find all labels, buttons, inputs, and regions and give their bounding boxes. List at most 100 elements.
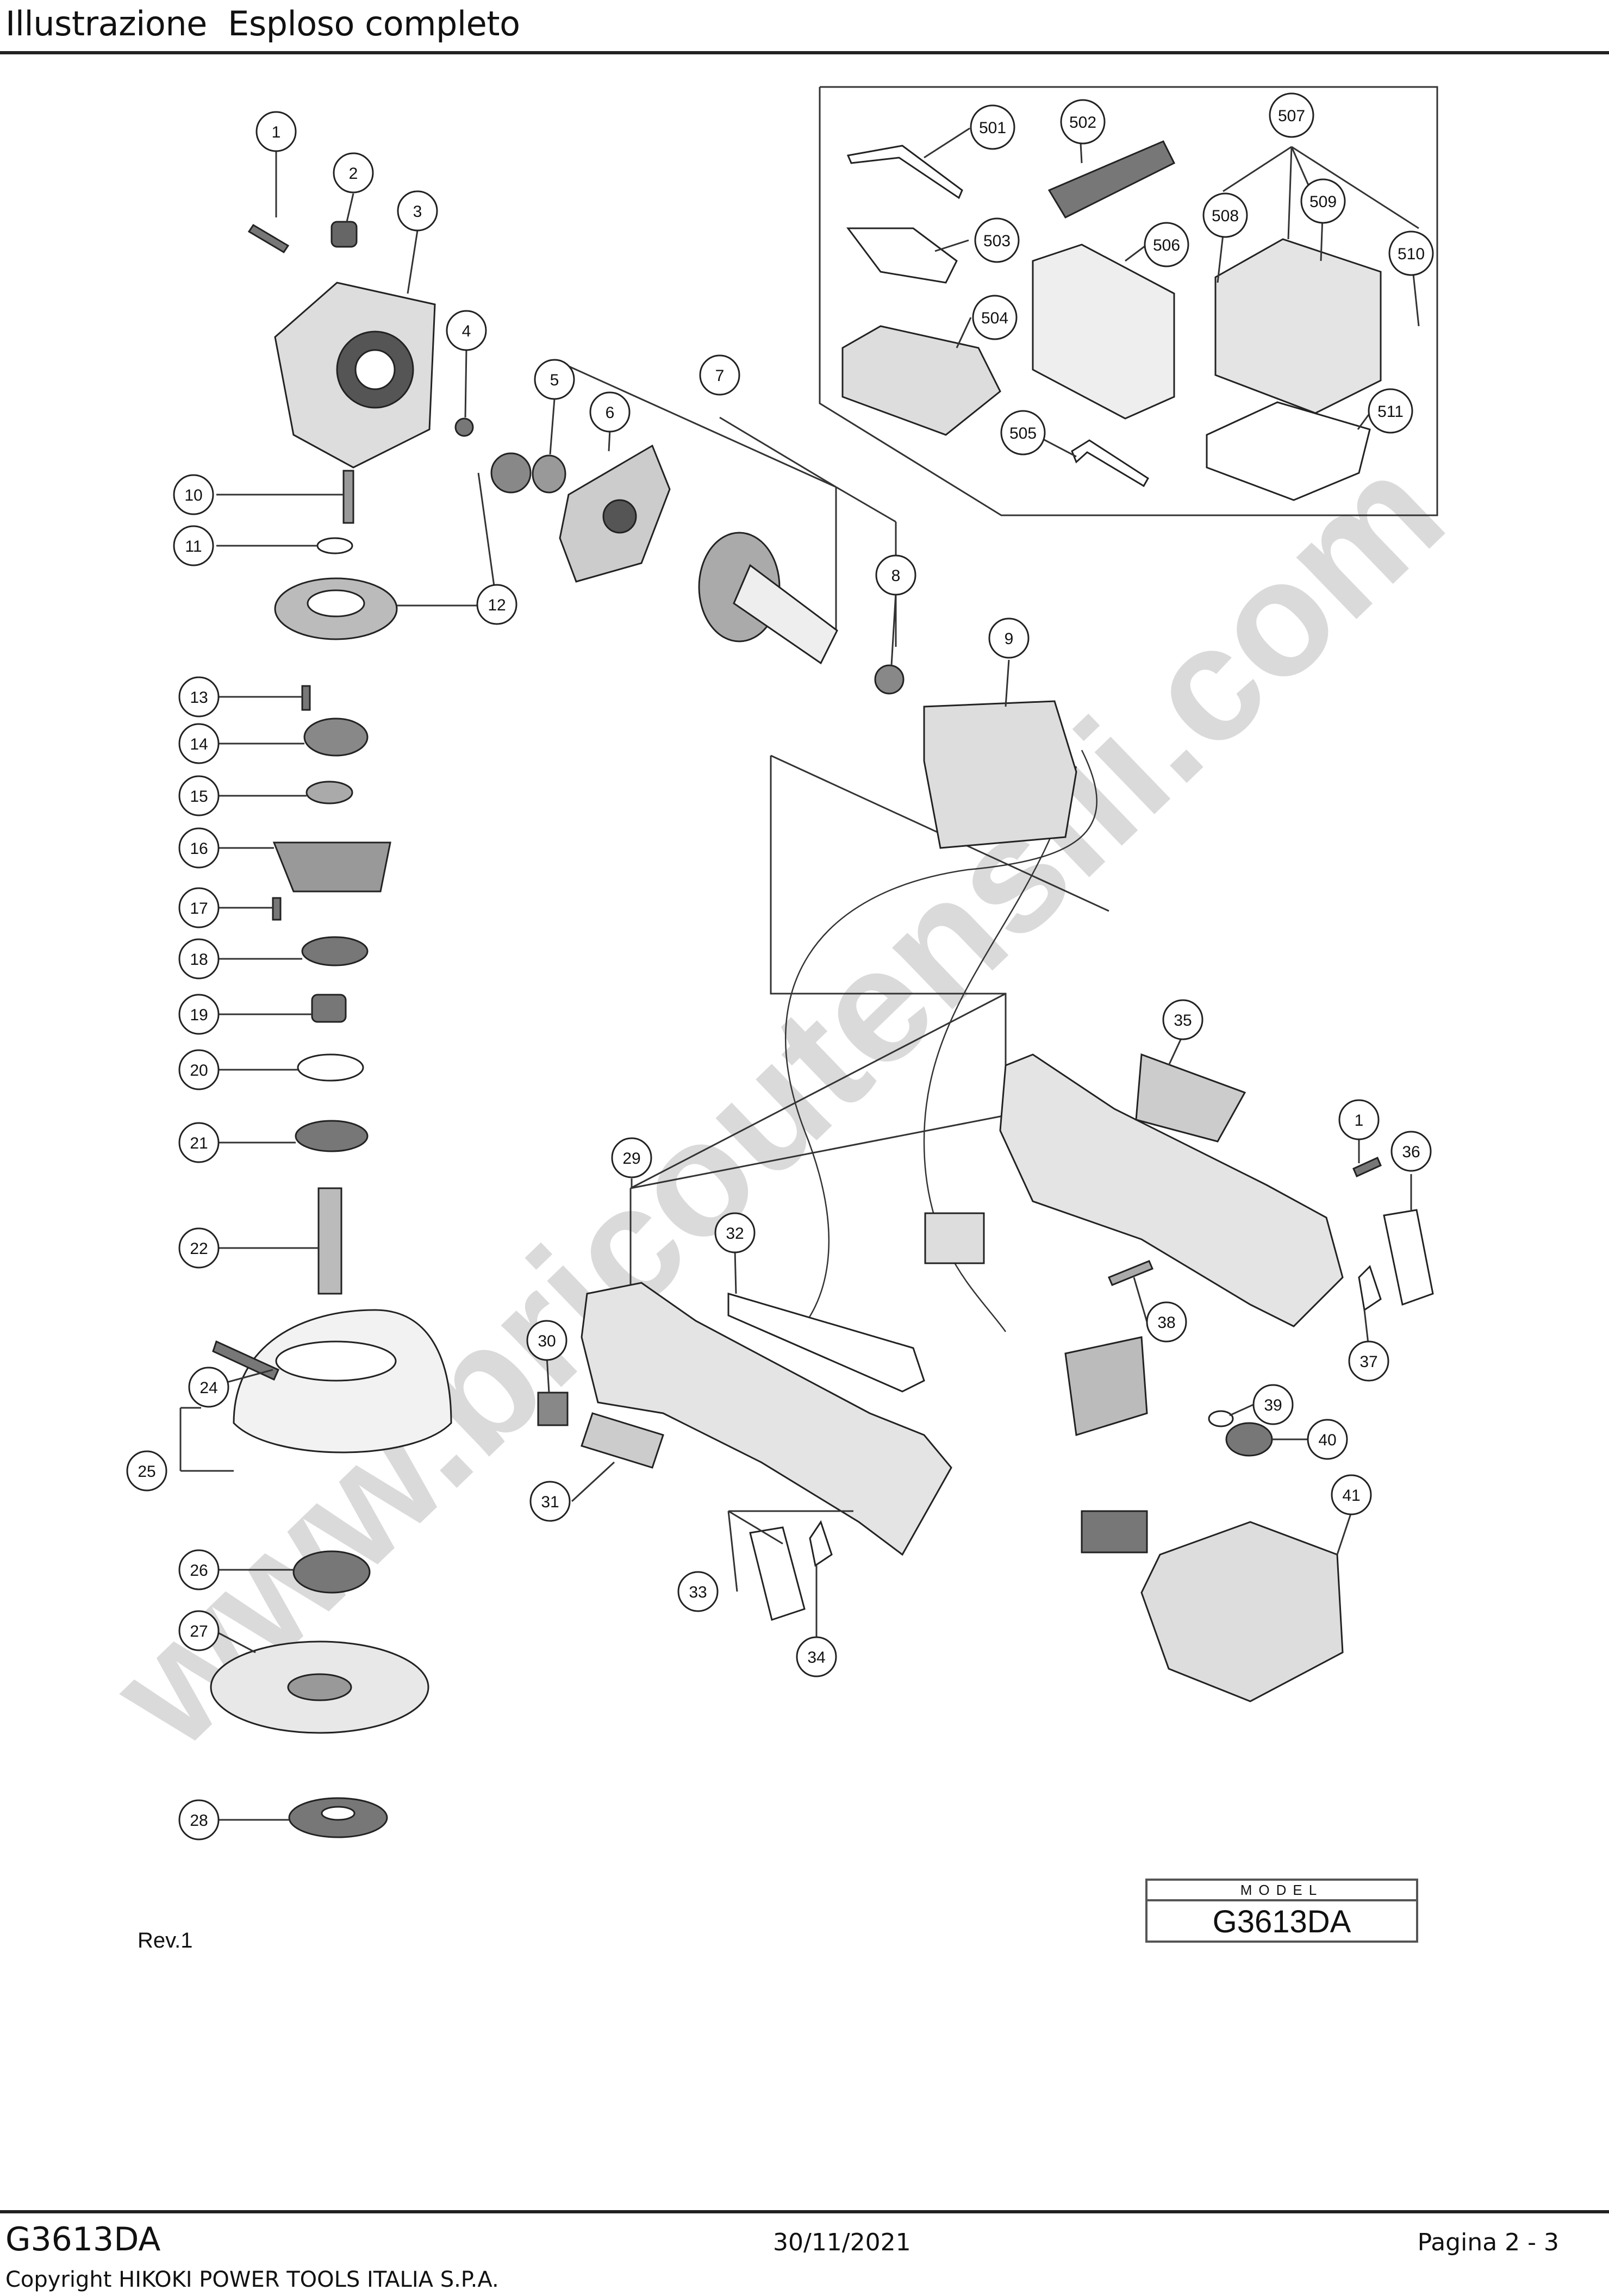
callout-number: 19 (190, 1006, 208, 1024)
callout-24: 24 (188, 1367, 229, 1408)
callout-circle (714, 1212, 756, 1253)
callout-circle (534, 359, 575, 400)
callout-22: 22 (178, 1227, 220, 1269)
callout-circle (178, 938, 220, 979)
callout-number: 36 (1402, 1143, 1420, 1161)
callout-38: 38 (1146, 1301, 1187, 1343)
callout-circle (1252, 1384, 1294, 1425)
callout-37: 37 (1348, 1340, 1389, 1382)
callout-number: 25 (138, 1463, 155, 1481)
model-value: G3613DA (1212, 1904, 1351, 1939)
callout-number: 30 (538, 1332, 556, 1350)
callout-circle (178, 723, 220, 764)
page-title: Illustrazione Esploso completo (5, 4, 520, 43)
accessory-parts (841, 140, 1382, 501)
callout-circle (446, 310, 487, 351)
callout-group: 1234567891011121314151617181920212224252… (126, 92, 1434, 1840)
callout-number: 26 (190, 1562, 208, 1580)
callout-number: 7 (715, 367, 725, 385)
callout-15: 15 (178, 775, 220, 816)
callout-506: 506 (1144, 222, 1189, 267)
callout-14: 14 (178, 723, 220, 764)
footer-rule (0, 2210, 1609, 2213)
footer-copyright: Copyright HIKOKI POWER TOOLS ITALIA S.P.… (5, 2267, 499, 2292)
callout-34: 34 (796, 1636, 837, 1677)
callout-circle (972, 295, 1018, 340)
wire-paths (785, 750, 1097, 1338)
callout-number: 39 (1264, 1396, 1282, 1414)
callout-number: 27 (190, 1623, 208, 1640)
callout-circle (178, 994, 220, 1035)
callout-30: 30 (526, 1320, 567, 1361)
callout-number: 3 (413, 203, 422, 221)
callout-circle (1202, 192, 1248, 238)
callout-3: 3 (397, 190, 438, 232)
callout-number: 22 (190, 1240, 208, 1258)
callout-39: 39 (1252, 1384, 1294, 1425)
callout-circle (1146, 1301, 1187, 1343)
callout-number: 4 (462, 322, 471, 340)
callout-number: 21 (190, 1134, 208, 1152)
callout-circle (1388, 230, 1434, 276)
callout-11: 11 (173, 525, 214, 566)
callout-number: 503 (983, 232, 1011, 250)
callout-circle (178, 1227, 220, 1269)
callout-circle (970, 104, 1015, 150)
callout-41: 41 (1331, 1474, 1372, 1515)
callout-number: 14 (190, 735, 208, 753)
callout-circle (1300, 178, 1346, 224)
callout-circle (1307, 1419, 1348, 1460)
callout-circle (1162, 999, 1203, 1040)
callout-number: 35 (1174, 1012, 1192, 1030)
callout-circle (796, 1636, 837, 1677)
callout-circle (611, 1137, 652, 1178)
model-box: MODEL G3613DA (1145, 1879, 1418, 1943)
callout-16: 16 (178, 827, 220, 869)
callout-circle (1368, 388, 1413, 434)
callout-number: 20 (190, 1062, 208, 1080)
callout-number: 501 (979, 119, 1006, 137)
callout-circle (1390, 1131, 1432, 1172)
callout-number: 510 (1398, 245, 1425, 263)
motor-parts (559, 444, 1077, 849)
callout-circle (526, 1320, 567, 1361)
callout-circle (126, 1450, 167, 1492)
callout-number: 507 (1278, 107, 1305, 125)
callout-circle (589, 391, 631, 433)
callout-circle (178, 1610, 220, 1651)
callout-circle (333, 152, 374, 194)
callout-number: 33 (689, 1583, 707, 1601)
callout-number: 9 (1005, 630, 1014, 648)
callout-501: 501 (970, 104, 1015, 150)
callout-number: 502 (1069, 114, 1096, 132)
callout-number: 1 (1355, 1112, 1364, 1130)
callout-circle (397, 190, 438, 232)
callout-7: 7 (699, 354, 740, 396)
callout-508: 508 (1202, 192, 1248, 238)
callout-31: 31 (529, 1481, 571, 1522)
footer-model: G3613DA (5, 2220, 161, 2258)
callout-number: 17 (190, 900, 208, 918)
callout-circle (1000, 410, 1046, 456)
callout-number: 37 (1359, 1353, 1377, 1371)
callout-circle (699, 354, 740, 396)
model-caption: MODEL (1147, 1881, 1416, 1901)
callout-number: 11 (185, 538, 202, 556)
callout-circle (476, 584, 517, 625)
callout-number: 13 (190, 689, 208, 707)
callout-35: 35 (1162, 999, 1203, 1040)
callout-502: 502 (1060, 99, 1106, 145)
callout-9: 9 (988, 617, 1030, 659)
callout-13: 13 (178, 676, 220, 718)
callout-number: 1 (272, 123, 281, 141)
callout-circle (255, 111, 297, 152)
callout-19: 19 (178, 994, 220, 1035)
callout-number: 6 (606, 404, 615, 422)
callout-number: 2 (349, 165, 358, 183)
callout-circle (1060, 99, 1106, 145)
callout-510: 510 (1388, 230, 1434, 276)
callout-507: 507 (1269, 92, 1314, 138)
callout-number: 506 (1153, 236, 1180, 254)
callout-28: 28 (178, 1799, 220, 1840)
callout-number: 34 (807, 1649, 825, 1667)
